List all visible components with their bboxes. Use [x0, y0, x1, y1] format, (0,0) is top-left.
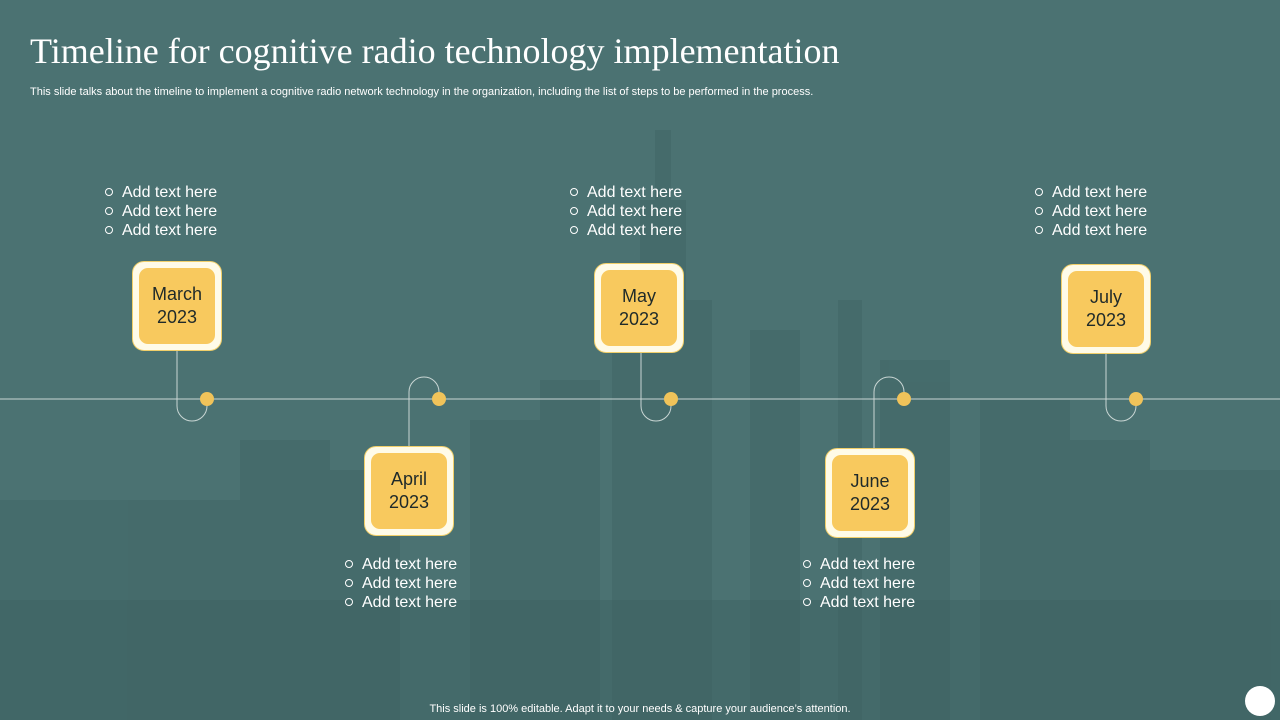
bullet-circle-icon: [1035, 187, 1043, 196]
list-item: Add text here: [803, 574, 915, 593]
corner-circle-icon: [1245, 686, 1275, 716]
date-year: 2023: [1085, 310, 1127, 330]
timeline-dot-april: [432, 392, 446, 406]
date-box-april: April 2023: [364, 446, 454, 536]
date-year: 2023: [388, 492, 430, 512]
timeline-dot-july: [1129, 392, 1143, 406]
bullet-list-may: Add text here Add text here Add text her…: [570, 183, 682, 240]
bullet-circle-icon: [803, 559, 811, 568]
bullet-circle-icon: [345, 597, 353, 606]
bullet-list-july: Add text here Add text here Add text her…: [1035, 183, 1147, 240]
date-box-june: June 2023: [825, 448, 915, 538]
list-item: Add text here: [1035, 183, 1147, 202]
list-item: Add text here: [1035, 202, 1147, 221]
bullet-circle-icon: [1035, 225, 1043, 234]
bullet-circle-icon: [105, 187, 113, 196]
list-item: Add text here: [570, 221, 682, 240]
list-item: Add text here: [1035, 221, 1147, 240]
date-month: April: [390, 469, 427, 489]
date-month: June: [850, 471, 890, 491]
bullet-circle-icon: [570, 187, 578, 196]
bullet-list-march: Add text here Add text here Add text her…: [105, 183, 217, 240]
timeline-dot-june: [897, 392, 911, 406]
list-item: Add text here: [105, 221, 217, 240]
date-year: 2023: [849, 494, 891, 514]
date-box-july: July 2023: [1061, 264, 1151, 354]
date-month: May: [621, 286, 656, 306]
list-item: Add text here: [105, 183, 217, 202]
date-year: 2023: [618, 309, 660, 329]
bullet-circle-icon: [803, 597, 811, 606]
timeline-dot-may: [664, 392, 678, 406]
bullet-circle-icon: [570, 206, 578, 215]
slide-subtitle: This slide talks about the timeline to i…: [30, 86, 814, 98]
bullet-list-june: Add text here Add text here Add text her…: [803, 555, 915, 612]
timeline-dot-march: [200, 392, 214, 406]
list-item: Add text here: [570, 183, 682, 202]
bullet-list-april: Add text here Add text here Add text her…: [345, 555, 457, 612]
bullet-circle-icon: [345, 559, 353, 568]
list-item: Add text here: [105, 202, 217, 221]
date-year: 2023: [156, 307, 198, 327]
date-month: March: [151, 284, 202, 304]
connector-march: [176, 350, 208, 422]
list-item: Add text here: [345, 574, 457, 593]
list-item: Add text here: [803, 555, 915, 574]
bullet-circle-icon: [105, 225, 113, 234]
list-item: Add text here: [803, 593, 915, 612]
connector-june: [873, 376, 905, 449]
bullet-circle-icon: [570, 225, 578, 234]
bullet-circle-icon: [1035, 206, 1043, 215]
connector-july: [1105, 353, 1137, 422]
connector-april: [408, 376, 440, 447]
bullet-circle-icon: [803, 578, 811, 587]
list-item: Add text here: [345, 555, 457, 574]
date-month: July: [1089, 287, 1122, 307]
bullet-circle-icon: [345, 578, 353, 587]
bullet-circle-icon: [105, 206, 113, 215]
list-item: Add text here: [570, 202, 682, 221]
date-box-march: March 2023: [132, 261, 222, 351]
slide-footer-note: This slide is 100% editable. Adapt it to…: [429, 703, 851, 715]
connector-may: [640, 352, 672, 422]
date-box-may: May 2023: [594, 263, 684, 353]
list-item: Add text here: [345, 593, 457, 612]
slide-title: Timeline for cognitive radio technology …: [30, 31, 840, 71]
